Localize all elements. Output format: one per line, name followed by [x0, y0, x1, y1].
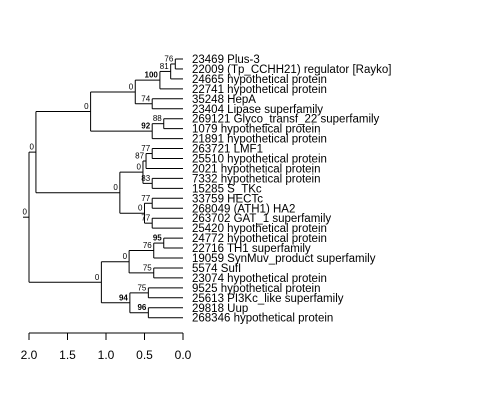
node-support-label: 0 [23, 208, 28, 217]
leaf-label: 21891 hypothetical protein [192, 134, 327, 146]
leaf-label: 25613 PI3Kc_like superfamily [192, 293, 344, 305]
leaf-label: 22009 (Tp_CCHH21) regulator [Rayko] [192, 64, 391, 76]
node-support-label: 0 [95, 273, 100, 282]
node-support-label: 76 [143, 241, 152, 250]
node-support-label: 0 [29, 143, 34, 152]
leaf-label: 7332 hypothetical protein [192, 173, 321, 185]
node-support-label: 88 [153, 114, 162, 123]
node-support-label: 96 [137, 303, 146, 312]
leaf-label: 2021 hypothetical protein [192, 163, 321, 175]
leaf-label: 25420 hypothetical protein [192, 223, 327, 235]
node-support-label: 0 [129, 82, 134, 91]
leaf-label: 24665 hypothetical protein [192, 74, 327, 86]
axis-tick-label: 2.0 [21, 348, 38, 362]
leaf-label: 23469 Plus-3 [192, 54, 260, 66]
leaf-label: 23074 hypothetical protein [192, 273, 327, 285]
leaf-label: 24772 hypothetical protein [192, 233, 327, 245]
node-support-label: 94 [119, 293, 128, 302]
leaf-label: 15285 S_TKc [192, 183, 262, 195]
node-support-label: 77 [141, 144, 150, 153]
leaf-label: 23404 Lipase superfamily [192, 104, 323, 116]
leaf-label: 33759 HECTc [192, 193, 263, 205]
leaf-label: 263721 LMF1 [192, 144, 263, 156]
axis-tick-label: 1.0 [98, 348, 115, 362]
node-support-label: 0 [123, 252, 128, 261]
node-support-label: 100 [145, 71, 159, 80]
leaf-label: 29818 Uup [192, 303, 248, 315]
leaf-label: 22716 TH1 superfamily [192, 243, 311, 255]
leaf-label: 35248 HepA [192, 94, 256, 106]
leaf-label: 22741 hypothetical protein [192, 84, 327, 96]
node-support-label: 76 [164, 54, 173, 63]
node-support-label: 0 [84, 102, 89, 111]
node-support-label: 81 [160, 62, 169, 71]
node-support-label: 75 [143, 263, 152, 272]
leaf-label: 268049 (ATH1) HA2 [192, 203, 295, 215]
node-support-label: 95 [153, 234, 162, 243]
axis-tick-label: 1.5 [59, 348, 76, 362]
node-support-label: 0 [113, 183, 118, 192]
leaf-label: 19059 SynMuv_product superfamily [192, 253, 376, 265]
node-support-label: 77 [141, 194, 150, 203]
node-support-label: 87 [135, 151, 144, 160]
node-support-label: 0 [138, 204, 143, 213]
leaf-label: 5574 SufI [192, 263, 241, 275]
axis-tick-label: 0.5 [136, 348, 153, 362]
node-support-label: 77 [141, 214, 150, 223]
node-support-label: 83 [141, 174, 150, 183]
node-support-label: 92 [141, 122, 150, 131]
node-support-label: 75 [137, 283, 146, 292]
leaf-label: 9525 hypothetical protein [192, 283, 321, 295]
node-support-label: 0 [137, 163, 142, 172]
leaf-label: 1079 hypothetical protein [192, 124, 321, 136]
leaf-label: 269121 Glyco_transf_22 superfamily [192, 114, 380, 126]
node-support-label: 74 [141, 94, 150, 103]
leaf-label: 25510 hypothetical protein [192, 154, 327, 166]
leaf-label: 263702 GAT_1 superfamily [192, 213, 331, 225]
axis-tick-label: 0.0 [175, 348, 192, 362]
leaf-label: 268346 hypothetical protein [192, 313, 333, 325]
